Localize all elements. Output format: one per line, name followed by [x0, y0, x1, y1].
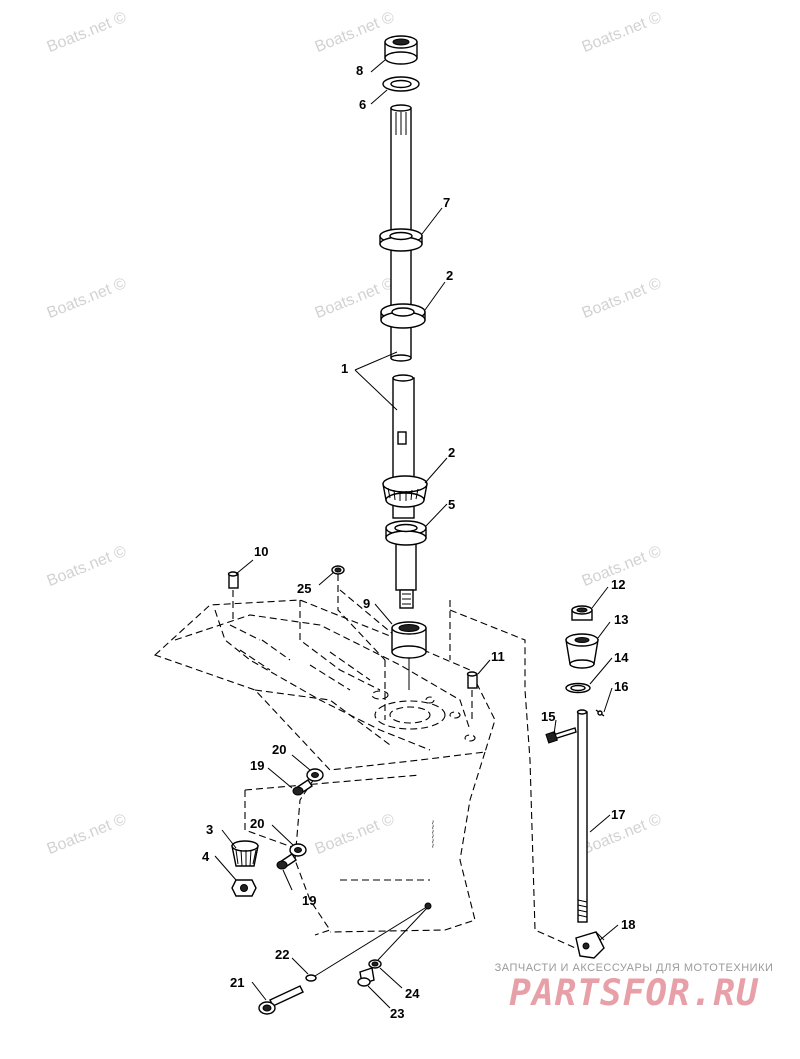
- part-2-bearing-upper: [380, 303, 426, 329]
- callout-14: 14: [614, 650, 629, 665]
- callout-16: 16: [614, 679, 628, 694]
- callout-5: 5: [448, 497, 455, 512]
- part-15-bolt: [545, 727, 577, 744]
- callout-10: 10: [254, 544, 268, 559]
- callout-19-lower: 19: [302, 893, 316, 908]
- part-23-screw: [357, 967, 375, 987]
- callout-9: 9: [363, 596, 370, 611]
- callout-3: 3: [206, 822, 213, 837]
- callout-23: 23: [390, 1006, 404, 1021]
- casing-plug-point: [424, 902, 432, 910]
- part-2-bearing-lower: [382, 475, 428, 508]
- callout-15: 15: [541, 709, 555, 724]
- part-11-dowel-pin: [466, 671, 478, 720]
- part-18-shift-cam: [575, 931, 605, 959]
- lower-casing-outline: ~~~~~~: [153, 589, 581, 951]
- callout-25: 25: [297, 581, 311, 596]
- part-19-bolt-lower: [276, 853, 297, 870]
- callout-labels: 1 2 2 3 4 5 6 7 8 9 10 11 12 13 14 15 16…: [202, 63, 635, 1021]
- callout-11: 11: [491, 649, 505, 664]
- callout-2-upper: 2: [446, 268, 453, 283]
- leader-lines: [214, 59, 619, 1009]
- part-5-sleeve: [385, 520, 427, 546]
- callout-6: 6: [359, 97, 366, 112]
- callout-19-upper: 19: [250, 758, 264, 773]
- callout-1: 1: [341, 361, 348, 376]
- brand-tagline: ЗАПЧАСТИ И АКСЕССУАРЫ ДЛЯ МОТОТЕХНИКИ: [494, 962, 774, 974]
- callout-12: 12: [611, 577, 625, 592]
- brand-logo: PARTSFOR.RU: [509, 973, 759, 1014]
- part-8-bushing: [384, 35, 418, 65]
- part-21-bolt: [258, 985, 304, 1015]
- callout-8: 8: [356, 63, 363, 78]
- callout-2-lower: 2: [448, 445, 455, 460]
- part-17-shift-rod: [576, 709, 588, 923]
- part-9-needle-bearing: [391, 621, 427, 690]
- callout-20-upper: 20: [272, 742, 286, 757]
- callout-21: 21: [230, 975, 244, 990]
- part-6-washer: [382, 76, 420, 92]
- part-22-washer: [305, 907, 426, 982]
- part-4-nut: [231, 879, 257, 897]
- part-10-dowel-pin: [227, 571, 239, 620]
- part-13-bushing: [565, 633, 599, 669]
- part-19-bolt-upper: [292, 779, 313, 796]
- svg-text:~~~~~~: ~~~~~~: [428, 820, 437, 848]
- callout-18: 18: [621, 917, 635, 932]
- part-20-washer-lower: [289, 843, 307, 857]
- callout-13: 13: [614, 612, 628, 627]
- part-3-gear: [231, 840, 259, 867]
- callout-20-lower: 20: [250, 816, 264, 831]
- callout-4: 4: [202, 849, 210, 864]
- part-25-nut: [331, 565, 386, 661]
- part-12-seal: [571, 605, 593, 621]
- brand-watermark: ЗАПЧАСТИ И АКСЕССУАРЫ ДЛЯ МОТОТЕХНИКИ PA…: [478, 962, 790, 1014]
- part-16-clip: [595, 709, 605, 717]
- part-7-collar: [379, 228, 423, 252]
- part-24-washer: [368, 907, 428, 969]
- callout-7: 7: [443, 195, 450, 210]
- callout-17: 17: [611, 807, 625, 822]
- callout-22: 22: [275, 947, 289, 962]
- callout-24: 24: [405, 986, 420, 1001]
- part-20-washer-upper: [306, 768, 324, 782]
- part-14-o-ring: [565, 682, 591, 694]
